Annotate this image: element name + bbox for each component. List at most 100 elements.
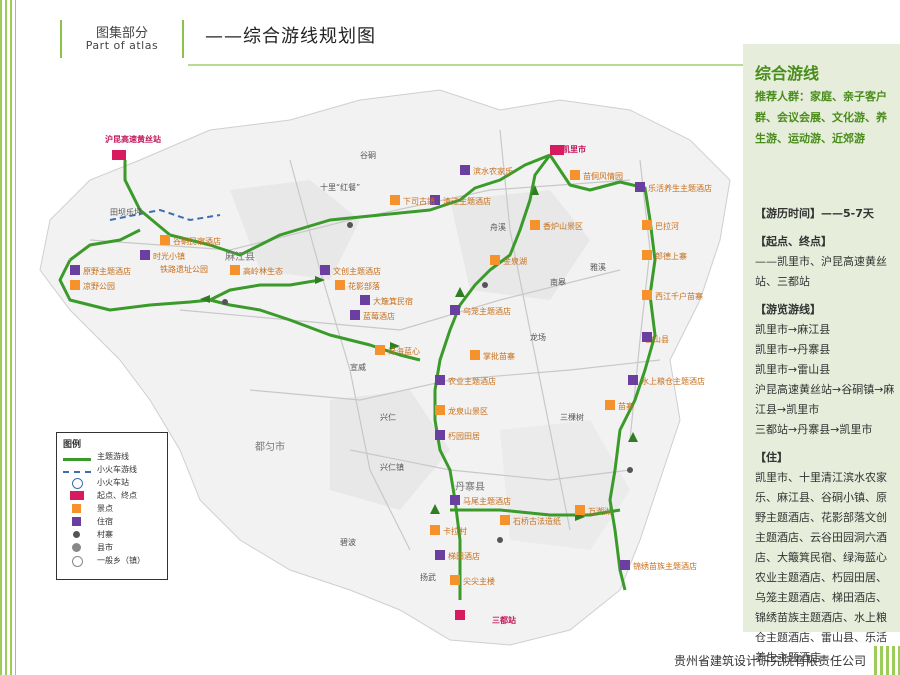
spot-label: 郎德上寨	[655, 251, 687, 261]
legend-label: 小火车站	[97, 478, 129, 487]
legend-item: 小火车游线	[63, 464, 137, 475]
spot-label: 谷硐民宿酒店	[173, 236, 221, 246]
spot-label: 花影部落	[348, 281, 380, 291]
legend-label: 县市	[97, 543, 113, 552]
town-label: 兴仁镇	[380, 462, 404, 472]
spot-label: 苗侗风情园	[583, 171, 623, 181]
section-tag-cn: 图集部分	[95, 26, 148, 41]
spot-label: 尖尖主楼	[463, 576, 495, 586]
legend-label: 主题游线	[97, 452, 129, 461]
legend-spot-symbol	[63, 503, 91, 514]
town-label: 雅溪	[590, 262, 606, 272]
town-labels: 田坝乐坪 谷硐 雅溪 宣威 兴仁 舟溪 龙场 碧波 三棵树 南皋 扬武 兴仁镇	[110, 151, 606, 582]
panel-route-item: 凯里市→雷山县	[755, 363, 831, 376]
legend-label: 小火车游线	[97, 465, 137, 474]
spot-label: 清江主题酒店	[443, 196, 491, 206]
place-label: 麻江县	[225, 250, 255, 263]
terrain-shade-2	[450, 190, 590, 300]
spot-label: 万潮湖	[588, 506, 612, 516]
spot-label: 文创主题酒店	[333, 266, 381, 276]
spot-label: 朽园田居	[448, 431, 480, 441]
legend-title: 图例	[63, 440, 82, 450]
spot-label: 下司古镇	[403, 196, 435, 206]
terrain-shade-4	[500, 420, 630, 550]
panel-stay-label: 【住】	[755, 451, 788, 464]
spot-label: 乌笼主题酒店	[463, 306, 511, 316]
spot-label: 卡拉村	[443, 526, 467, 536]
legend-label: 一般乡（镇）	[97, 556, 145, 565]
spot-label: 滨水农家乐	[473, 166, 513, 176]
panel-route-item: 沪昆高速黄丝站→谷硐镇→麻江县→凯里市	[755, 383, 895, 416]
page-title: ——综合游线规划图	[205, 26, 376, 47]
town-label: 三棵树	[560, 412, 584, 422]
place-label: 雷山县	[645, 334, 669, 344]
spot-label: 梯田酒店	[448, 551, 480, 561]
spot-label: 时光小镇	[153, 251, 185, 261]
legend-label: 住宿	[97, 517, 113, 526]
panel-route-label: 【游览游线】	[755, 303, 821, 316]
section-tag: 图集部分 Part of atlas	[60, 20, 184, 58]
legend-route-symbol	[63, 457, 91, 461]
legend-label: 起点、终点	[97, 491, 137, 500]
panel-endpoints-label: 【起点、终点】	[755, 235, 832, 248]
spot-label: 绿海蓝心	[388, 346, 420, 356]
place-label: 丹寨县	[455, 480, 485, 493]
legend-item: 小火车站	[63, 477, 129, 489]
town-label: 舟溪	[490, 222, 506, 232]
spot-label: 铁路遗址公园	[160, 264, 208, 274]
road-network	[89, 129, 661, 551]
village-dots	[222, 222, 633, 543]
panel-endpoints: ——凯里市、沪昆高速黄丝站、三都站	[755, 255, 887, 288]
town-label: 谷硐	[360, 151, 376, 160]
town-label: 田坝乐坪	[110, 207, 142, 217]
place-label: 沪昆高速黄丝站	[105, 134, 161, 144]
legend-item: 村寨	[63, 529, 113, 540]
spot-label: 掌批苗寨	[483, 351, 515, 361]
legend-village-symbol	[63, 529, 91, 540]
legend-item: 住宿	[63, 516, 113, 527]
panel-route-item: 凯里市→麻江县	[755, 323, 831, 336]
spot-label: 马尾主题酒店	[463, 496, 511, 506]
place-labels: 凯里市 麻江县 丹寨县 雷山县 都匀市 十里“红餐” 三都站 沪昆高速黄丝站	[105, 134, 669, 625]
spot-label: 原野主题酒店	[83, 266, 131, 276]
spot-label: 苗寨	[618, 401, 634, 411]
spot-label: 大簸箕民宿	[373, 296, 413, 306]
legend-item: 县市	[63, 542, 113, 553]
spot-label: 蓝莓酒店	[363, 311, 395, 321]
spot-label: 高岭林生态	[243, 266, 283, 276]
spot-label: 巴拉河	[655, 221, 679, 231]
left-decoration-bar	[0, 0, 16, 675]
town-label: 南皋	[550, 277, 566, 287]
town-label: 龙场	[530, 332, 546, 342]
panel-route-item: 凯里市→丹寨县	[755, 343, 831, 356]
spot-label: 石桥古法造纸	[513, 516, 561, 526]
place-label: 三都站	[492, 615, 516, 625]
spot-label: 乐活养生主题酒店	[648, 183, 712, 193]
panel-body: 【游历时间】——5-7天 【起点、终点】 ——凯里市、沪昆高速黄丝站、三都站 【…	[755, 204, 895, 668]
legend-item: 一般乡（镇）	[63, 555, 145, 567]
train-route	[109, 208, 221, 222]
main-routes	[58, 153, 657, 600]
info-panel: 综合游线 推荐人群：家庭、亲子客户群、会议会展、文化游、养生游、运动游、近郊游 …	[743, 44, 900, 664]
spot-label: 龙泉山景区	[448, 406, 488, 416]
legend-item: 景点	[63, 503, 113, 514]
spot-label: 锦绣苗族主题酒店	[633, 561, 697, 571]
footer-company: 贵州省建筑设计研究院有限责任公司	[673, 654, 866, 668]
legend-endpoint-symbol	[63, 490, 91, 501]
panel-title: 综合游线	[755, 64, 820, 83]
legend-town-symbol	[63, 555, 91, 567]
spot-label: 西江千户苗寨	[655, 291, 703, 301]
right-decoration-bar	[874, 646, 900, 675]
legend-item: 起点、终点	[63, 490, 137, 501]
town-label: 宣威	[350, 362, 366, 372]
town-label: 碧波	[340, 537, 356, 547]
legend-label: 村寨	[97, 530, 113, 539]
place-label: 十里“红餐”	[320, 182, 360, 192]
town-label: 兴仁	[380, 412, 396, 422]
legend-county-symbol	[63, 542, 91, 553]
spot-label: 农业主题酒店	[448, 376, 496, 386]
title-rule	[188, 64, 900, 66]
town-label: 扬武	[420, 572, 436, 582]
legend-label: 景点	[97, 504, 113, 513]
panel-recommend: 推荐人群：家庭、亲子客户群、会议会展、文化游、养生游、运动游、近郊游	[755, 90, 887, 145]
